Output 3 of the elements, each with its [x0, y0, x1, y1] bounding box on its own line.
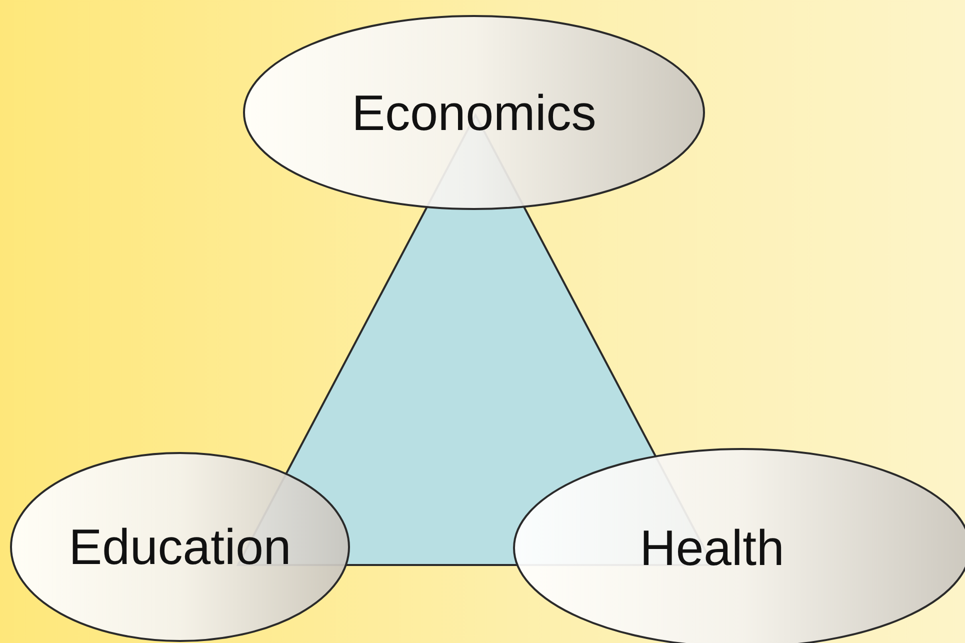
- node-label: Education: [68, 518, 292, 576]
- node-label: Health: [640, 519, 784, 577]
- node-label: Economics: [352, 84, 596, 142]
